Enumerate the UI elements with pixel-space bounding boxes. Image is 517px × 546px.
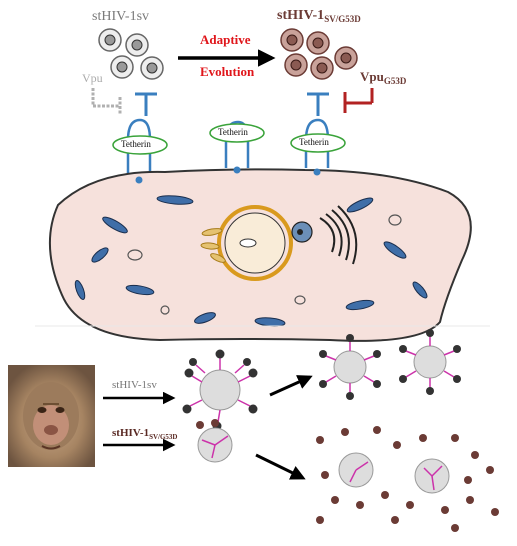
virus-particle-icon (98, 28, 122, 52)
tetherin-restriction-right (307, 92, 329, 116)
row1-result-cells (319, 329, 461, 400)
tetherin-label-1: Tetherin (121, 139, 151, 149)
virus-left-label: stHIV-1sv (92, 9, 150, 24)
virus-particle-icon (280, 28, 304, 52)
virus-particle-icon (334, 46, 358, 70)
cell-illustration (49, 166, 472, 342)
monkey-photo (8, 365, 95, 467)
row1-label: stHIV-1sv (112, 379, 157, 391)
tetherin-label-ovals (112, 123, 346, 155)
virus-cluster-right (280, 28, 358, 80)
row2-label: stHIV-1SV/G53D (112, 428, 177, 441)
virus-particle-icon (310, 56, 334, 80)
virus-particle-icon (284, 53, 308, 77)
virus-particle-icon (140, 56, 164, 80)
tetherin-label-3: Tetherin (299, 137, 329, 147)
vpu-mutant-inhibitor (343, 88, 374, 113)
tetherin-restriction-left (135, 92, 157, 116)
row1-result-arrow (269, 375, 313, 397)
row2-result-cells (316, 426, 499, 532)
row2-label-main: stHIV-1 (112, 427, 150, 439)
row2-result-arrow (255, 453, 306, 480)
arrow-label-line1: Adaptive (200, 32, 251, 47)
row2-label-sub: SV/G53D (149, 433, 178, 441)
nucleus (217, 205, 313, 281)
virus-particle-icon (125, 33, 149, 57)
vpu-label: Vpu (82, 71, 103, 85)
vpu-mutant-label-sub: G53D (383, 76, 407, 86)
arrow-label-line2: Evolution (200, 64, 255, 79)
row1-cell-retained (182, 349, 258, 431)
virus-right-label-main: stHIV-1 (277, 8, 325, 23)
virus-particle-icon (110, 55, 134, 79)
virus-right-label-sub: SV/G53D (324, 14, 361, 24)
tetherin-label-2: Tetherin (218, 127, 248, 137)
virus-particle-icon (306, 31, 330, 55)
vpu-mutant-label-main: Vpu (360, 69, 384, 84)
row2-cell-release (196, 419, 233, 463)
virus-right-label: stHIV-1SV/G53D (277, 9, 361, 24)
vpu-inhibitor (91, 88, 122, 115)
virus-cluster-left (98, 28, 164, 80)
vpu-mutant-label: VpuG53D (360, 70, 406, 86)
